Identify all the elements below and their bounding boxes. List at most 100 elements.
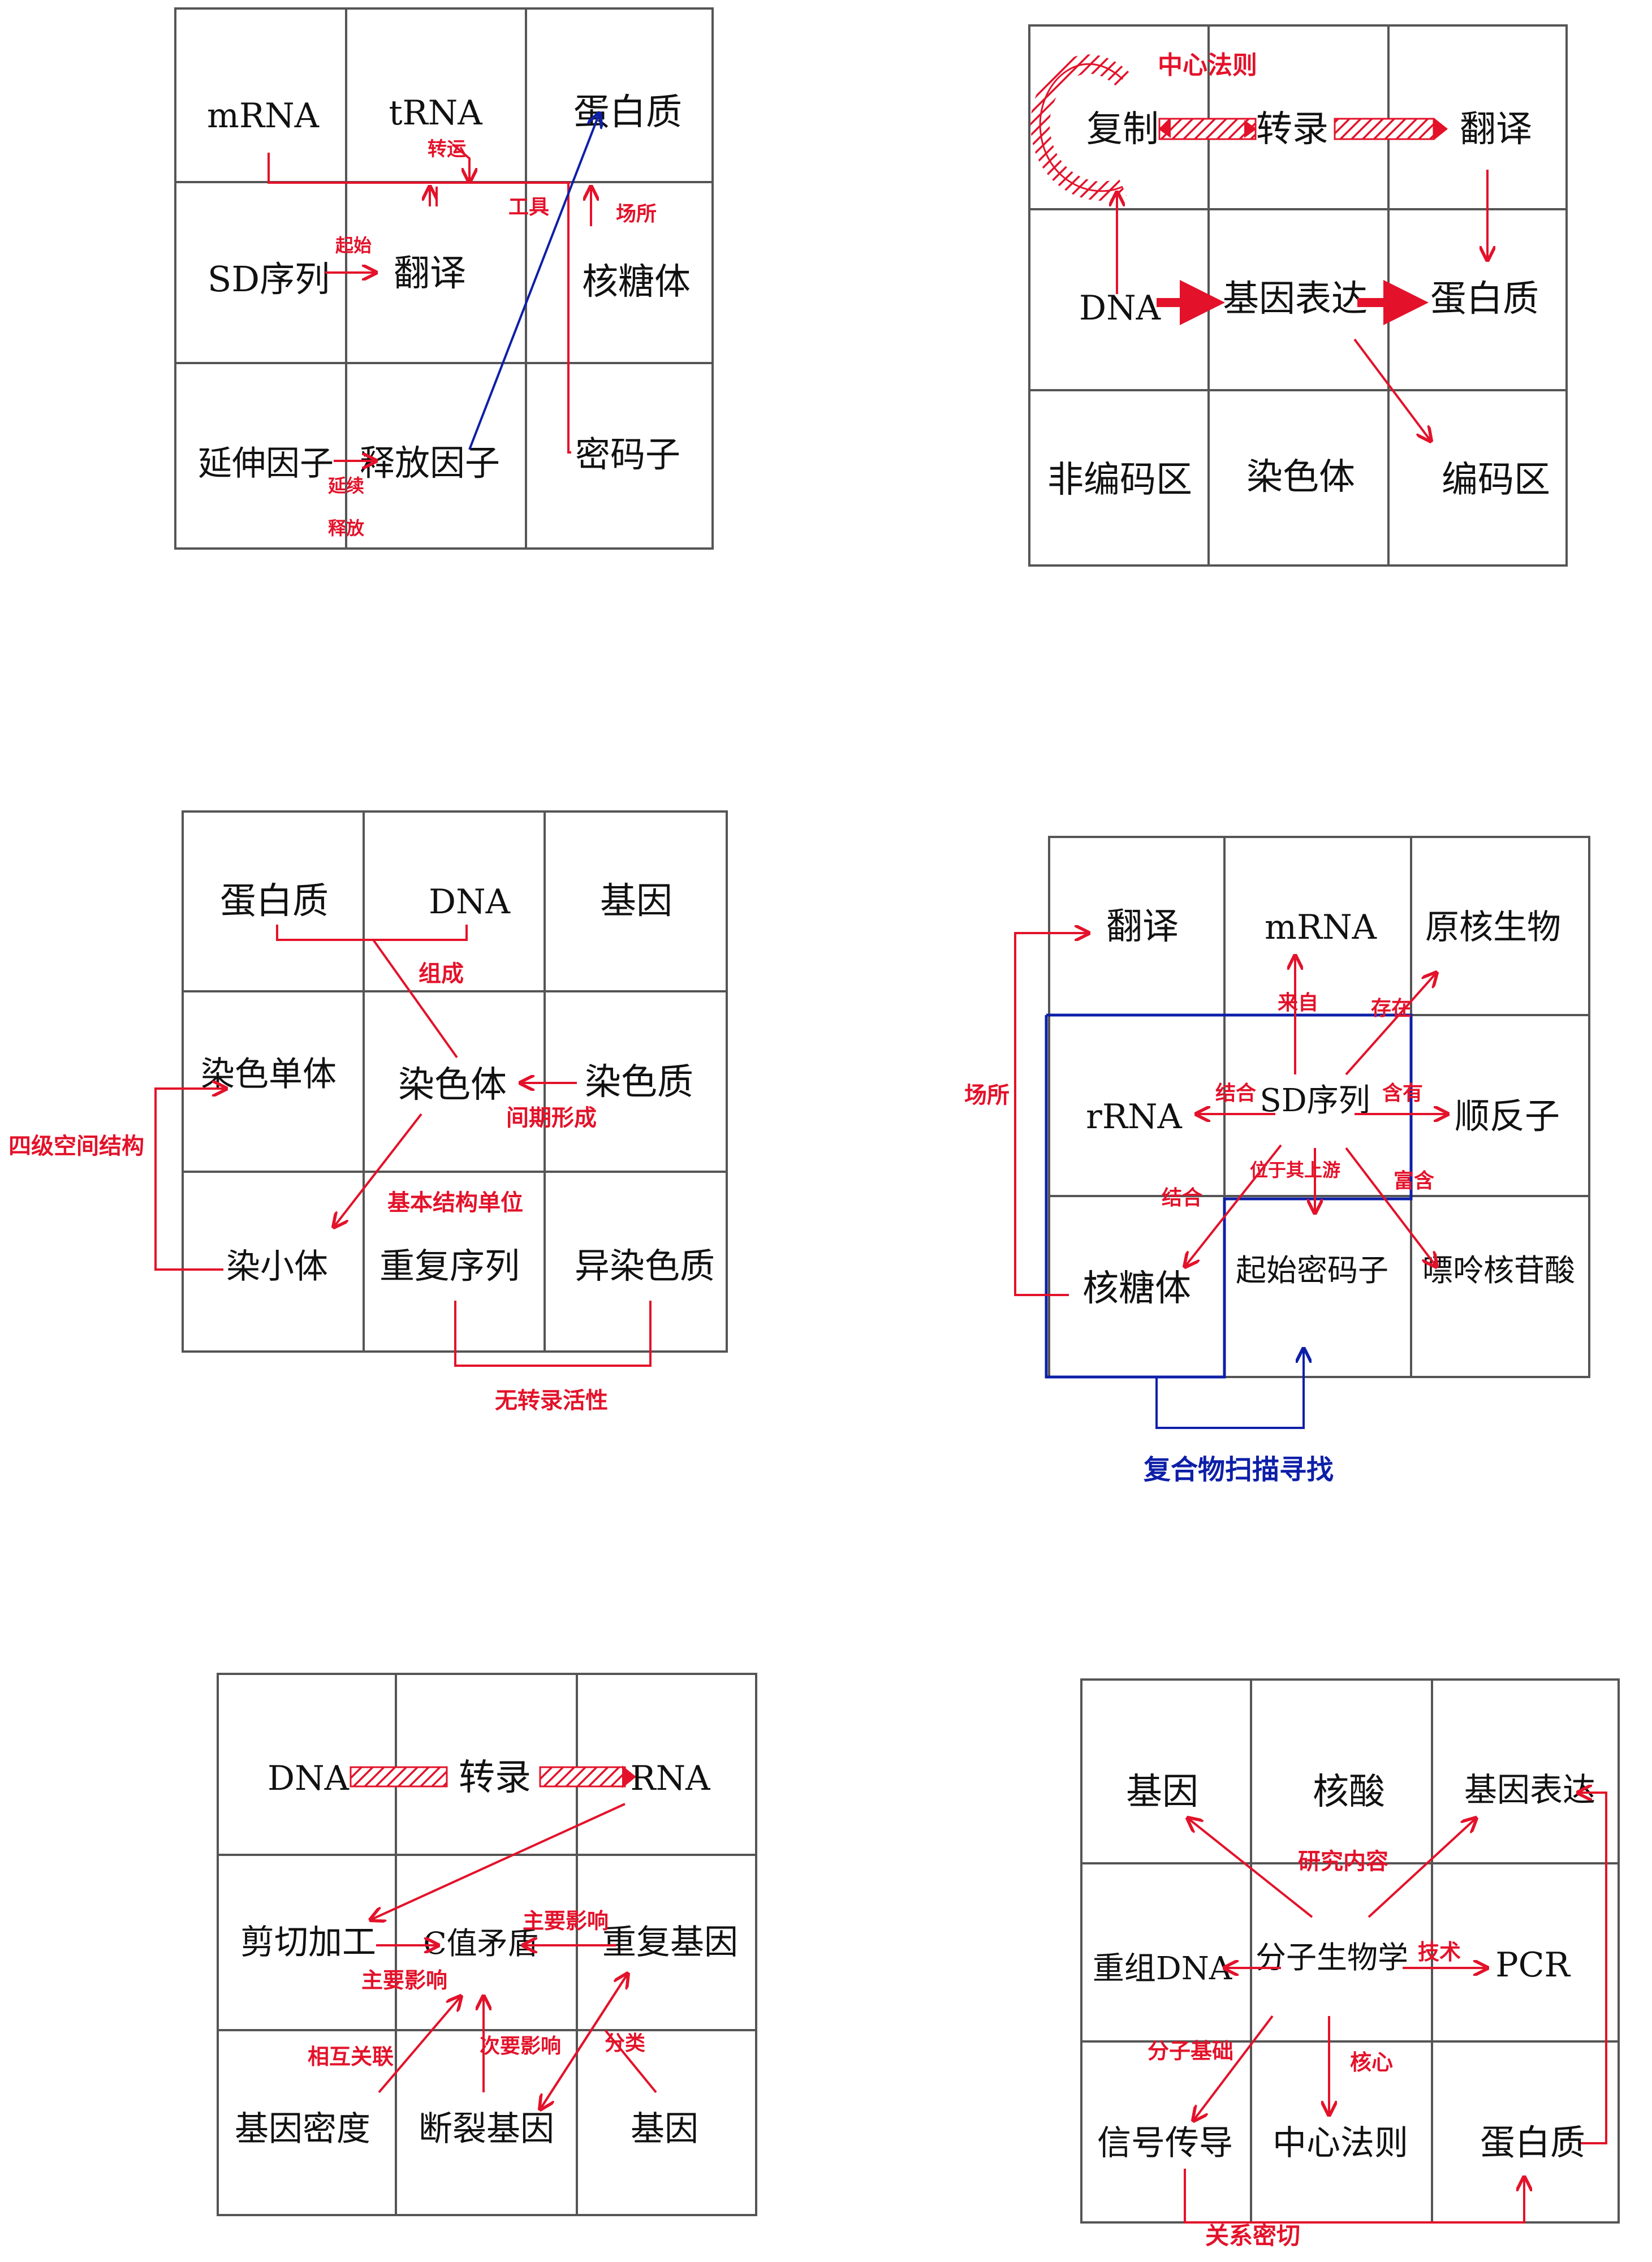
grid-5-label-major: 主要影响 xyxy=(523,1909,609,1933)
grid-4-label-site: 场所 xyxy=(964,1082,1010,1108)
grid-4-cell-9: 嘌呤核苷酸 xyxy=(1422,1253,1575,1288)
grid-1-arrows xyxy=(268,143,591,461)
grid-6-label-content: 研究内容 xyxy=(1298,1849,1388,1875)
grid-3-label-interphase: 间期形成 xyxy=(506,1105,597,1131)
grid-4-cell-5: SD序列 xyxy=(1260,1082,1370,1119)
grid-2-cell-7: 非编码区 xyxy=(1047,459,1192,501)
grid-4-label-bind2: 结合 xyxy=(1162,1186,1202,1210)
grid-6-label-base: 分子基础 xyxy=(1148,2039,1233,2064)
grid-1-label-extend: 延续 xyxy=(327,475,364,497)
grid-2-cell-4: DNA xyxy=(1079,288,1161,328)
grid-1-label-start: 起始 xyxy=(335,235,372,256)
grid-2-cell-9: 编码区 xyxy=(1442,459,1550,501)
grid-1-cell-7: 延伸因子 xyxy=(198,444,334,484)
grid-6: 基因 核酸 基因表达 重组DNA 分子生物学 PCR 信号传导 中心法则 蛋白质… xyxy=(1080,1678,1620,2250)
grid-4-label-contain: 含有 xyxy=(1382,1082,1423,1105)
grid-6-label-tech: 技术 xyxy=(1418,1940,1461,1965)
grid-4-label-scan: 复合物扫描寻找 xyxy=(1144,1454,1334,1486)
grid-6-arrows xyxy=(1185,1793,1607,2224)
grid-3-label-basic: 基本结构单位 xyxy=(387,1190,523,1216)
grid-1-cell-4: SD序列 xyxy=(208,258,330,300)
grid-5-label-minor: 次要影响 xyxy=(480,2035,561,2058)
grid-4-label-upstream: 位于其上游 xyxy=(1250,1159,1340,1181)
grid-1-blue-arrow xyxy=(468,113,599,450)
grid-2-hatch-1 xyxy=(1158,118,1257,140)
grid-3-cell-2: DNA xyxy=(429,882,511,922)
grid-5-label-class: 分类 xyxy=(605,2032,645,2055)
grid-3-arrows xyxy=(154,925,652,1367)
grid-3: 蛋白质 DNA 基因 染色单体 染色体 染色质 染小体 重复序列 异染色质 组成… xyxy=(8,810,728,1414)
grid-5-label-main: 主要影响 xyxy=(361,1968,447,1993)
grid-6-cell-5: 分子生物学 xyxy=(1256,1940,1408,1975)
grid-4-cell-1: 翻译 xyxy=(1106,906,1179,948)
grid-1-cell-6: 核糖体 xyxy=(582,261,691,303)
grid-6-cell-4: 重组DNA xyxy=(1093,1950,1232,1987)
grid-5-hatch-2 xyxy=(539,1766,626,1788)
grid-4-cell-6: 顺反子 xyxy=(1455,1095,1560,1137)
grid-3-cell-7: 染小体 xyxy=(226,1247,328,1287)
grid-3-label-compose: 组成 xyxy=(419,961,464,987)
grid-3-cell-3: 基因 xyxy=(600,880,672,922)
grid-1-label-release: 释放 xyxy=(328,517,365,539)
grid-5-cell-3: RNA xyxy=(630,1759,710,1798)
grid-2-cell-6: 蛋白质 xyxy=(1430,278,1539,320)
grid-1-cell-3: 蛋白质 xyxy=(573,92,682,133)
grid-1-label-carry: 转运 xyxy=(428,138,466,161)
grid-5-cell-8: 断裂基因 xyxy=(419,2109,554,2149)
grid-3-cell-1: 蛋白质 xyxy=(220,880,329,922)
grid-6-cell-1: 基因 xyxy=(1126,1771,1198,1813)
grid-4: 翻译 mRNA 原核生物 rRNA SD序列 顺反子 核糖体 起始密码子 嘌呤核… xyxy=(964,836,1590,1486)
grid-4-label-bind: 结合 xyxy=(1215,1082,1256,1105)
grid-5-cell-1: DNA xyxy=(268,1759,350,1798)
grid-1-cell-9: 密码子 xyxy=(575,434,680,475)
grid-4-label-rich: 富含 xyxy=(1394,1169,1434,1193)
grid-2-arrows xyxy=(1117,170,1487,441)
grid-1-cell-1: mRNA xyxy=(207,96,320,136)
grid-6-cell-3: 基因表达 xyxy=(1464,1771,1595,1809)
grid-4-blue-region xyxy=(1045,1013,1413,1379)
grid-3-label-inactive: 无转录活性 xyxy=(495,1388,608,1414)
grid-2-cell-5: 基因表达 xyxy=(1223,278,1368,320)
grid-4-cell-4: rRNA xyxy=(1086,1097,1182,1137)
grid-5: DNA 转录 RNA 剪切加工 C值矛盾 重复基因 基因密度 断裂基因 基因 主… xyxy=(217,1673,757,2216)
grid-4-cell-8: 起始密码子 xyxy=(1236,1253,1388,1288)
grid-2-cell-1: 复制 xyxy=(1086,109,1159,150)
grid-6-cell-2: 核酸 xyxy=(1313,1771,1385,1813)
grid-2-cell-2: 转录 xyxy=(1256,109,1328,150)
grid-5-cell-5: C值矛盾 xyxy=(423,1926,538,1961)
grid-6-label-core: 核心 xyxy=(1350,2050,1393,2075)
grid-4-arrows xyxy=(1014,933,1448,1296)
grid-2: 复制 转录 翻译 DNA 基因表达 蛋白质 非编码区 染色体 编码区 中心法则 xyxy=(1028,24,1568,567)
grid-5-cell-4: 剪切加工 xyxy=(240,1923,376,1962)
grid-6-label-relation: 关系密切 xyxy=(1205,2222,1300,2250)
grid-4-label-source: 来自 xyxy=(1278,991,1318,1015)
grid-5-cell-6: 重复基因 xyxy=(602,1923,738,1962)
grid-1-label-tool: 工具 xyxy=(508,196,549,219)
grid-2-cell-3: 翻译 xyxy=(1460,109,1532,150)
grid-1: mRNA tRNA 蛋白质 SD序列 翻译 核糖体 延伸因子 释放因子 密码子 … xyxy=(174,7,714,550)
grid-4-cell-2: mRNA xyxy=(1265,908,1377,947)
grid-3-cell-9: 异染色质 xyxy=(575,1245,715,1287)
grid-3-cell-5: 染色体 xyxy=(398,1064,507,1106)
grid-5-cell-9: 基因 xyxy=(631,2109,698,2149)
grid-6-cell-7: 信号传导 xyxy=(1097,2123,1233,2163)
grid-5-cell-7: 基因密度 xyxy=(235,2109,370,2149)
grid-3-cell-8: 重复序列 xyxy=(379,1245,520,1287)
grid-2-cell-8: 染色体 xyxy=(1246,456,1355,498)
grid-2-hatch-2 xyxy=(1334,118,1435,140)
grid-5-cell-2: 转录 xyxy=(459,1757,531,1799)
grid-4-cell-3: 原核生物 xyxy=(1425,908,1561,947)
grid-1-cell-5: 翻译 xyxy=(394,253,466,295)
grid-5-label-mutual: 相互关联 xyxy=(308,2044,394,2069)
grid-1-lines xyxy=(174,7,714,550)
grid-3-cell-6: 染色质 xyxy=(585,1061,693,1103)
grid-4-cell-7: 核糖体 xyxy=(1082,1268,1191,1310)
grid-6-cell-6: PCR xyxy=(1495,1945,1571,1985)
grid-6-cell-9: 蛋白质 xyxy=(1480,2122,1585,2163)
grid-2-label-central: 中心法则 xyxy=(1158,51,1257,80)
grid-1-cell-2: tRNA xyxy=(389,93,482,133)
grid-5-arrows xyxy=(370,1803,657,2109)
grid-3-label-quaternary: 四级空间结构 xyxy=(8,1133,144,1159)
grid-4-label-exist: 存在 xyxy=(1371,997,1412,1020)
